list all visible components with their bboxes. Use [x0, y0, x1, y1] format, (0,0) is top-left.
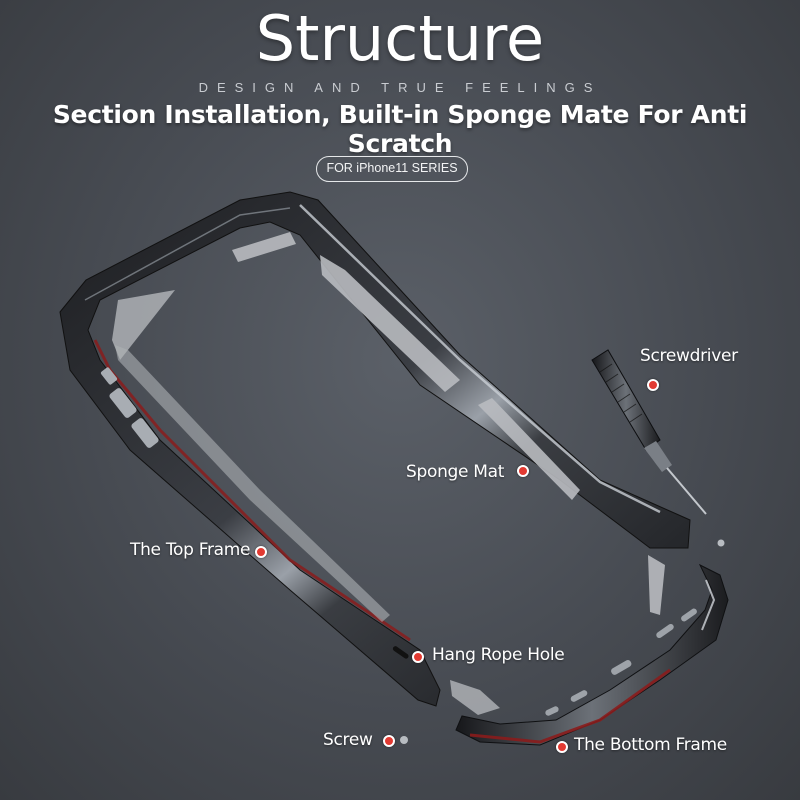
subtitle: Section Installation, Built-in Sponge Ma…: [52, 100, 748, 158]
sponge-mats: [112, 232, 665, 715]
marker-dot-screw: [383, 735, 395, 747]
callout-top-frame: The Top Frame: [130, 540, 251, 560]
callout-bottom-frame: The Bottom Frame: [574, 735, 727, 755]
page-title: Structure: [255, 2, 545, 75]
marker-dot-bottom-frame: [556, 741, 568, 753]
top-frame: [59, 191, 691, 707]
marker-dot-screwdriver: [647, 379, 659, 391]
tagline: DESIGN AND TRUE FEELINGS: [198, 80, 602, 95]
marker-dot-top-frame: [255, 546, 267, 558]
callout-sponge-mat: Sponge Mat: [406, 462, 505, 482]
callout-screwdriver: Screwdriver: [640, 346, 738, 366]
screws: [400, 539, 725, 744]
series-badge: FOR iPhone11 SERIES: [316, 156, 468, 182]
screwdriver: [591, 349, 707, 515]
callout-screw: Screw: [323, 730, 373, 750]
marker-dot-hang-rope-hole: [412, 651, 424, 663]
marker-dot-sponge-mat: [517, 465, 529, 477]
callout-hang-rope-hole: Hang Rope Hole: [432, 645, 565, 665]
bottom-frame: [455, 563, 729, 746]
